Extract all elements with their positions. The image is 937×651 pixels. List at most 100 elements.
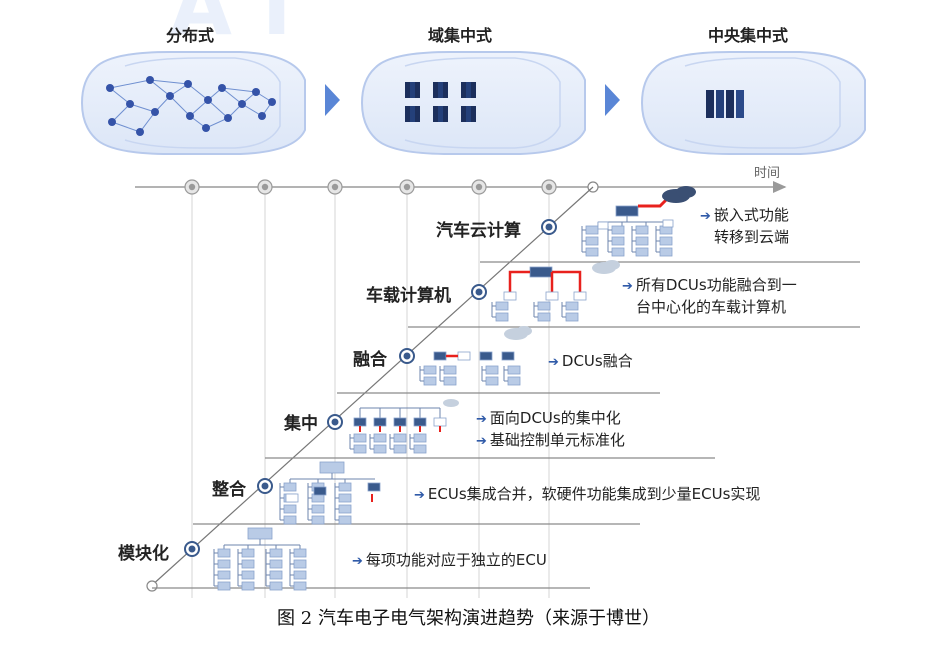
timeline-node-core	[475, 183, 483, 191]
domain-controllers	[405, 82, 476, 122]
ecu-node	[218, 84, 226, 92]
timeline-nodes	[184, 179, 599, 598]
ecu-box	[565, 301, 579, 311]
dashed-ecu	[597, 221, 609, 230]
ecu-box	[353, 444, 367, 454]
ecu-box	[495, 301, 509, 311]
cloud-icon	[443, 399, 459, 407]
domain-controller-block	[405, 106, 410, 122]
ecu-box	[283, 482, 297, 492]
ecu-box	[269, 581, 283, 591]
ecu-box	[217, 559, 231, 569]
domain-controller-block	[438, 82, 443, 98]
dashed-ecu	[285, 493, 299, 503]
cloud-gateway	[615, 205, 639, 217]
domain-controller-block	[466, 106, 471, 122]
cloud-link	[638, 196, 670, 208]
stage-marker-core	[261, 482, 269, 490]
vehicle-computer	[529, 266, 553, 278]
network-link	[109, 87, 131, 105]
domain-controller-block	[466, 82, 471, 98]
ecu-box	[635, 247, 649, 257]
ecu-box	[311, 504, 325, 514]
network-link	[221, 87, 243, 105]
central-computer	[706, 90, 744, 118]
stage-description-centralization: ➔面向DCUs的集中化 ➔基础控制单元标准化	[476, 409, 625, 449]
car-central-centralized	[640, 51, 866, 155]
timeline-node-core	[403, 183, 411, 191]
ecu-box	[353, 433, 367, 443]
domain-controller	[433, 417, 447, 427]
ecu-box	[537, 312, 551, 322]
ecu-node	[166, 92, 174, 100]
ecu-box	[485, 376, 499, 386]
domain-controller-block	[410, 106, 415, 122]
domain-controller	[393, 417, 407, 427]
network-link	[111, 121, 141, 133]
domain-controller-block	[443, 106, 448, 122]
ecu-box	[269, 559, 283, 569]
stage-label-fusion: 融合	[353, 350, 387, 370]
ecu-node	[186, 112, 194, 120]
ecu-box	[241, 570, 255, 580]
ecu-box	[338, 493, 352, 503]
ecu-box	[585, 225, 599, 235]
ecu-box	[241, 581, 255, 591]
stage-description-modular: ➔每项功能对应于独立的ECU	[352, 551, 547, 569]
ecu-box	[293, 570, 307, 580]
domain-controller-block	[415, 106, 420, 122]
ecu-box	[585, 247, 599, 257]
ecu-box	[241, 559, 255, 569]
stage-label-vehicle-computer: 车载计算机	[366, 286, 451, 306]
ecu-box	[241, 548, 255, 558]
network-link	[129, 103, 156, 113]
stage-description-fusion: ➔DCUs融合	[548, 352, 633, 370]
arrow-right-icon	[325, 84, 340, 116]
ecu-node	[252, 88, 260, 96]
domain-controller	[479, 351, 493, 361]
domain-controller	[373, 417, 387, 427]
stage-description-vehicle-computer: ➔所有DCUs功能融合到一 台中心化的车载计算机	[622, 276, 797, 316]
car-domain-centralized	[360, 51, 586, 155]
ecu-node	[108, 118, 116, 126]
domain-controller-block	[410, 82, 415, 98]
ecu-box	[293, 548, 307, 558]
step-baselines	[152, 261, 860, 589]
ecu-node	[184, 80, 192, 88]
watermark: AI	[170, 0, 322, 53]
ecu-box	[283, 504, 297, 514]
ecu-box	[413, 433, 427, 443]
ecu-box	[393, 444, 407, 454]
stage-label-modular: 模块化	[118, 544, 169, 564]
ecu-box	[443, 365, 457, 375]
timeline-node-core	[331, 183, 339, 191]
ecu-box	[537, 301, 551, 311]
gateway-box	[247, 527, 273, 540]
ecu-box	[413, 444, 427, 454]
ecu-box	[283, 515, 297, 525]
stage-marker-core	[403, 352, 411, 360]
ecu-box	[495, 312, 509, 322]
network-link	[205, 117, 229, 129]
ecu-box	[217, 548, 231, 558]
arrow-right-icon	[605, 84, 620, 116]
distributed-title: 分布式	[165, 26, 214, 45]
progression-line	[149, 186, 594, 588]
ecu-box	[635, 225, 649, 235]
stage-markers	[184, 219, 557, 557]
network-link	[187, 83, 209, 101]
dashed-ecu	[503, 291, 517, 301]
dashed-ecu	[573, 291, 587, 301]
ecu-box	[565, 312, 579, 322]
ecu-box	[373, 444, 387, 454]
ecu-box	[293, 581, 307, 591]
fusion-link	[508, 270, 530, 292]
ecu-network	[106, 76, 276, 136]
ecu-node	[106, 84, 114, 92]
domain-controller	[413, 417, 427, 427]
domain-controller	[501, 351, 515, 361]
fusion-link	[552, 270, 582, 292]
stage-label-centralization: 集中	[284, 414, 318, 434]
domain-controller-block	[471, 106, 476, 122]
start-node	[146, 580, 158, 592]
